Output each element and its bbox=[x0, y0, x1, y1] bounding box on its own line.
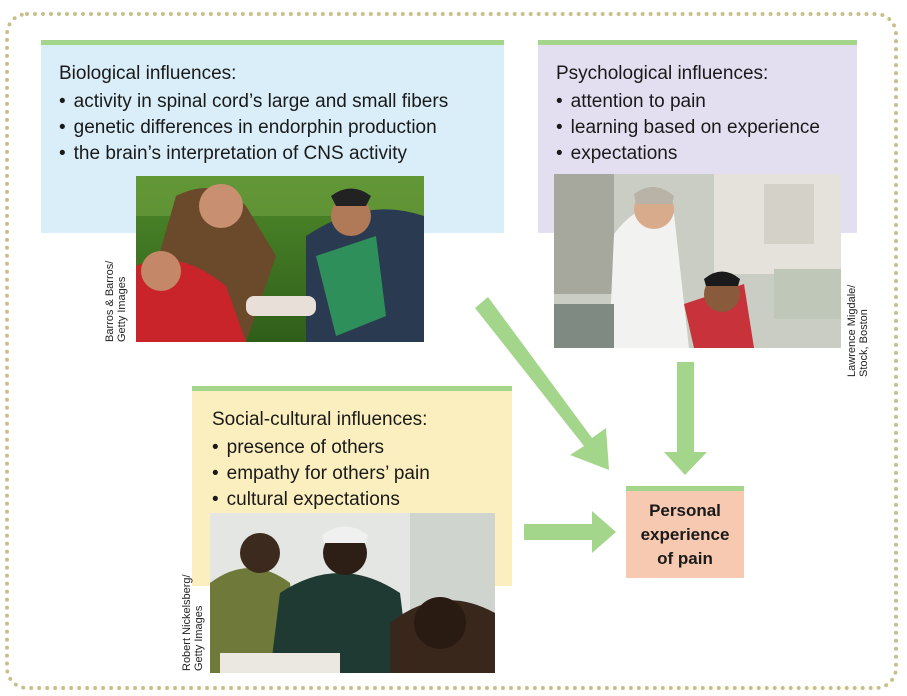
social-title: Social-cultural influences: bbox=[212, 409, 428, 430]
biological-item: genetic differences in endorphin product… bbox=[59, 115, 504, 141]
social-item: cultural expectations bbox=[212, 487, 512, 513]
football-injury-photo bbox=[136, 176, 424, 342]
biological-item: the brain’s interpretation of CNS activi… bbox=[59, 141, 504, 167]
psychological-item: attention to pain bbox=[556, 89, 857, 115]
personal-experience-box: Personal experience of pain bbox=[626, 486, 744, 578]
biological-list: activity in spinal cord’s large and smal… bbox=[59, 89, 504, 167]
biological-title: Biological influences: bbox=[59, 63, 237, 84]
psychological-arrow bbox=[664, 362, 707, 475]
social-item: empathy for others’ pain bbox=[212, 461, 512, 487]
psychological-item: learning based on experience bbox=[556, 115, 857, 141]
biological-item: activity in spinal cord’s large and smal… bbox=[59, 89, 504, 115]
psychological-title: Psychological influences: bbox=[556, 63, 769, 84]
dotted-frame bbox=[5, 12, 898, 690]
outcome-label: Personal experience of pain bbox=[640, 500, 730, 568]
social-item: presence of others bbox=[212, 435, 512, 461]
dentist-photo bbox=[554, 174, 841, 348]
biological-arrow bbox=[475, 297, 609, 470]
psychological-item: expectations bbox=[556, 141, 857, 167]
psychological-list: attention to pain learning based on expe… bbox=[556, 89, 857, 167]
hospital-photo bbox=[210, 513, 495, 673]
social-arrow bbox=[524, 511, 616, 553]
social-list: presence of others empathy for others’ p… bbox=[212, 435, 512, 513]
